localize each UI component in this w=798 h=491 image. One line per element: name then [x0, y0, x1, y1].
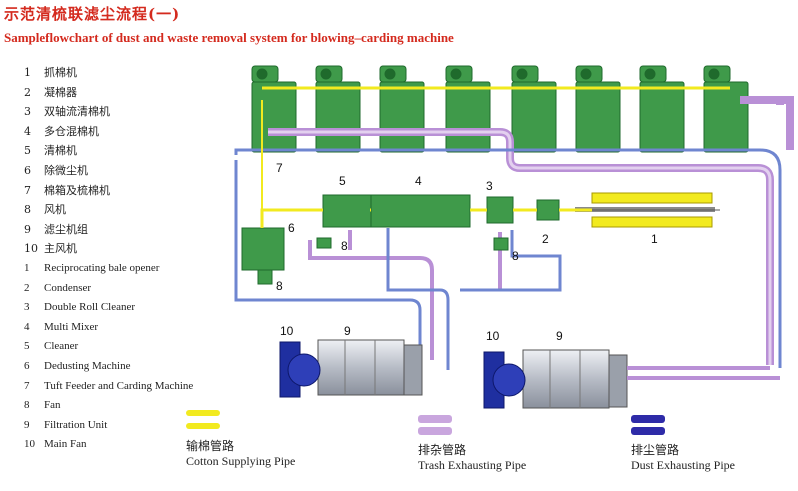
carding-machine-1: [251, 65, 297, 153]
fan-8c: [257, 269, 273, 285]
dust-pipe-process: [234, 160, 450, 370]
trash-pipe-swatch-1: [418, 415, 452, 423]
pipes-into-filter-2: [627, 366, 780, 380]
main-fan-1: [279, 341, 321, 398]
title-chinese: 示范清梳联滤尘流程(一): [4, 5, 181, 23]
filtration-unit-2: [522, 349, 628, 409]
filtration-unit-1: [317, 339, 423, 396]
label-10b: 10: [486, 329, 500, 343]
bale-opener: [575, 192, 720, 228]
carding-machine-7: [639, 65, 685, 153]
dust-pipe-top: [234, 148, 782, 368]
label-8a: 8: [341, 239, 348, 253]
trash-pipe-right: [740, 96, 794, 150]
carding-machine-3: [379, 65, 425, 153]
carding-machine-2: [315, 65, 361, 153]
main-fan-2: [483, 351, 526, 409]
label-3: 3: [486, 179, 493, 193]
label-10a: 10: [280, 324, 294, 338]
cleaner: [322, 194, 372, 228]
label-8b: 8: [512, 249, 519, 263]
label-7: 7: [276, 161, 283, 175]
condenser: [536, 199, 560, 221]
cotton-pipe-swatch-2: [186, 423, 220, 429]
dust-pipe-swatch-2: [631, 427, 665, 435]
label-9b: 9: [556, 329, 563, 343]
double-roll-cleaner: [486, 196, 514, 224]
trash-pipe-swatch-2: [418, 427, 452, 435]
carding-machine-6: [575, 65, 621, 153]
title-english: Sampleflowchart of dust and waste remova…: [4, 30, 454, 45]
fan-8b: [493, 237, 509, 251]
label-8c: 8: [276, 279, 283, 293]
label-5: 5: [339, 174, 346, 188]
label-6: 6: [288, 221, 295, 235]
carding-machine-5: [511, 65, 557, 153]
dust-pipe-swatch-1: [631, 415, 665, 423]
dust-pipe-process-2: [460, 230, 562, 292]
carding-machine-8: [703, 65, 749, 153]
dedusting-machine: [241, 227, 285, 271]
cotton-pipe-swatch-1: [186, 410, 220, 416]
carding-machines: [251, 65, 749, 153]
multi-mixer: [369, 194, 471, 228]
label-9a: 9: [344, 324, 351, 338]
label-4: 4: [415, 174, 422, 188]
fan-8a: [316, 237, 332, 249]
carding-machine-4: [445, 65, 491, 153]
label-1: 1: [651, 232, 658, 246]
label-2: 2: [542, 232, 549, 246]
